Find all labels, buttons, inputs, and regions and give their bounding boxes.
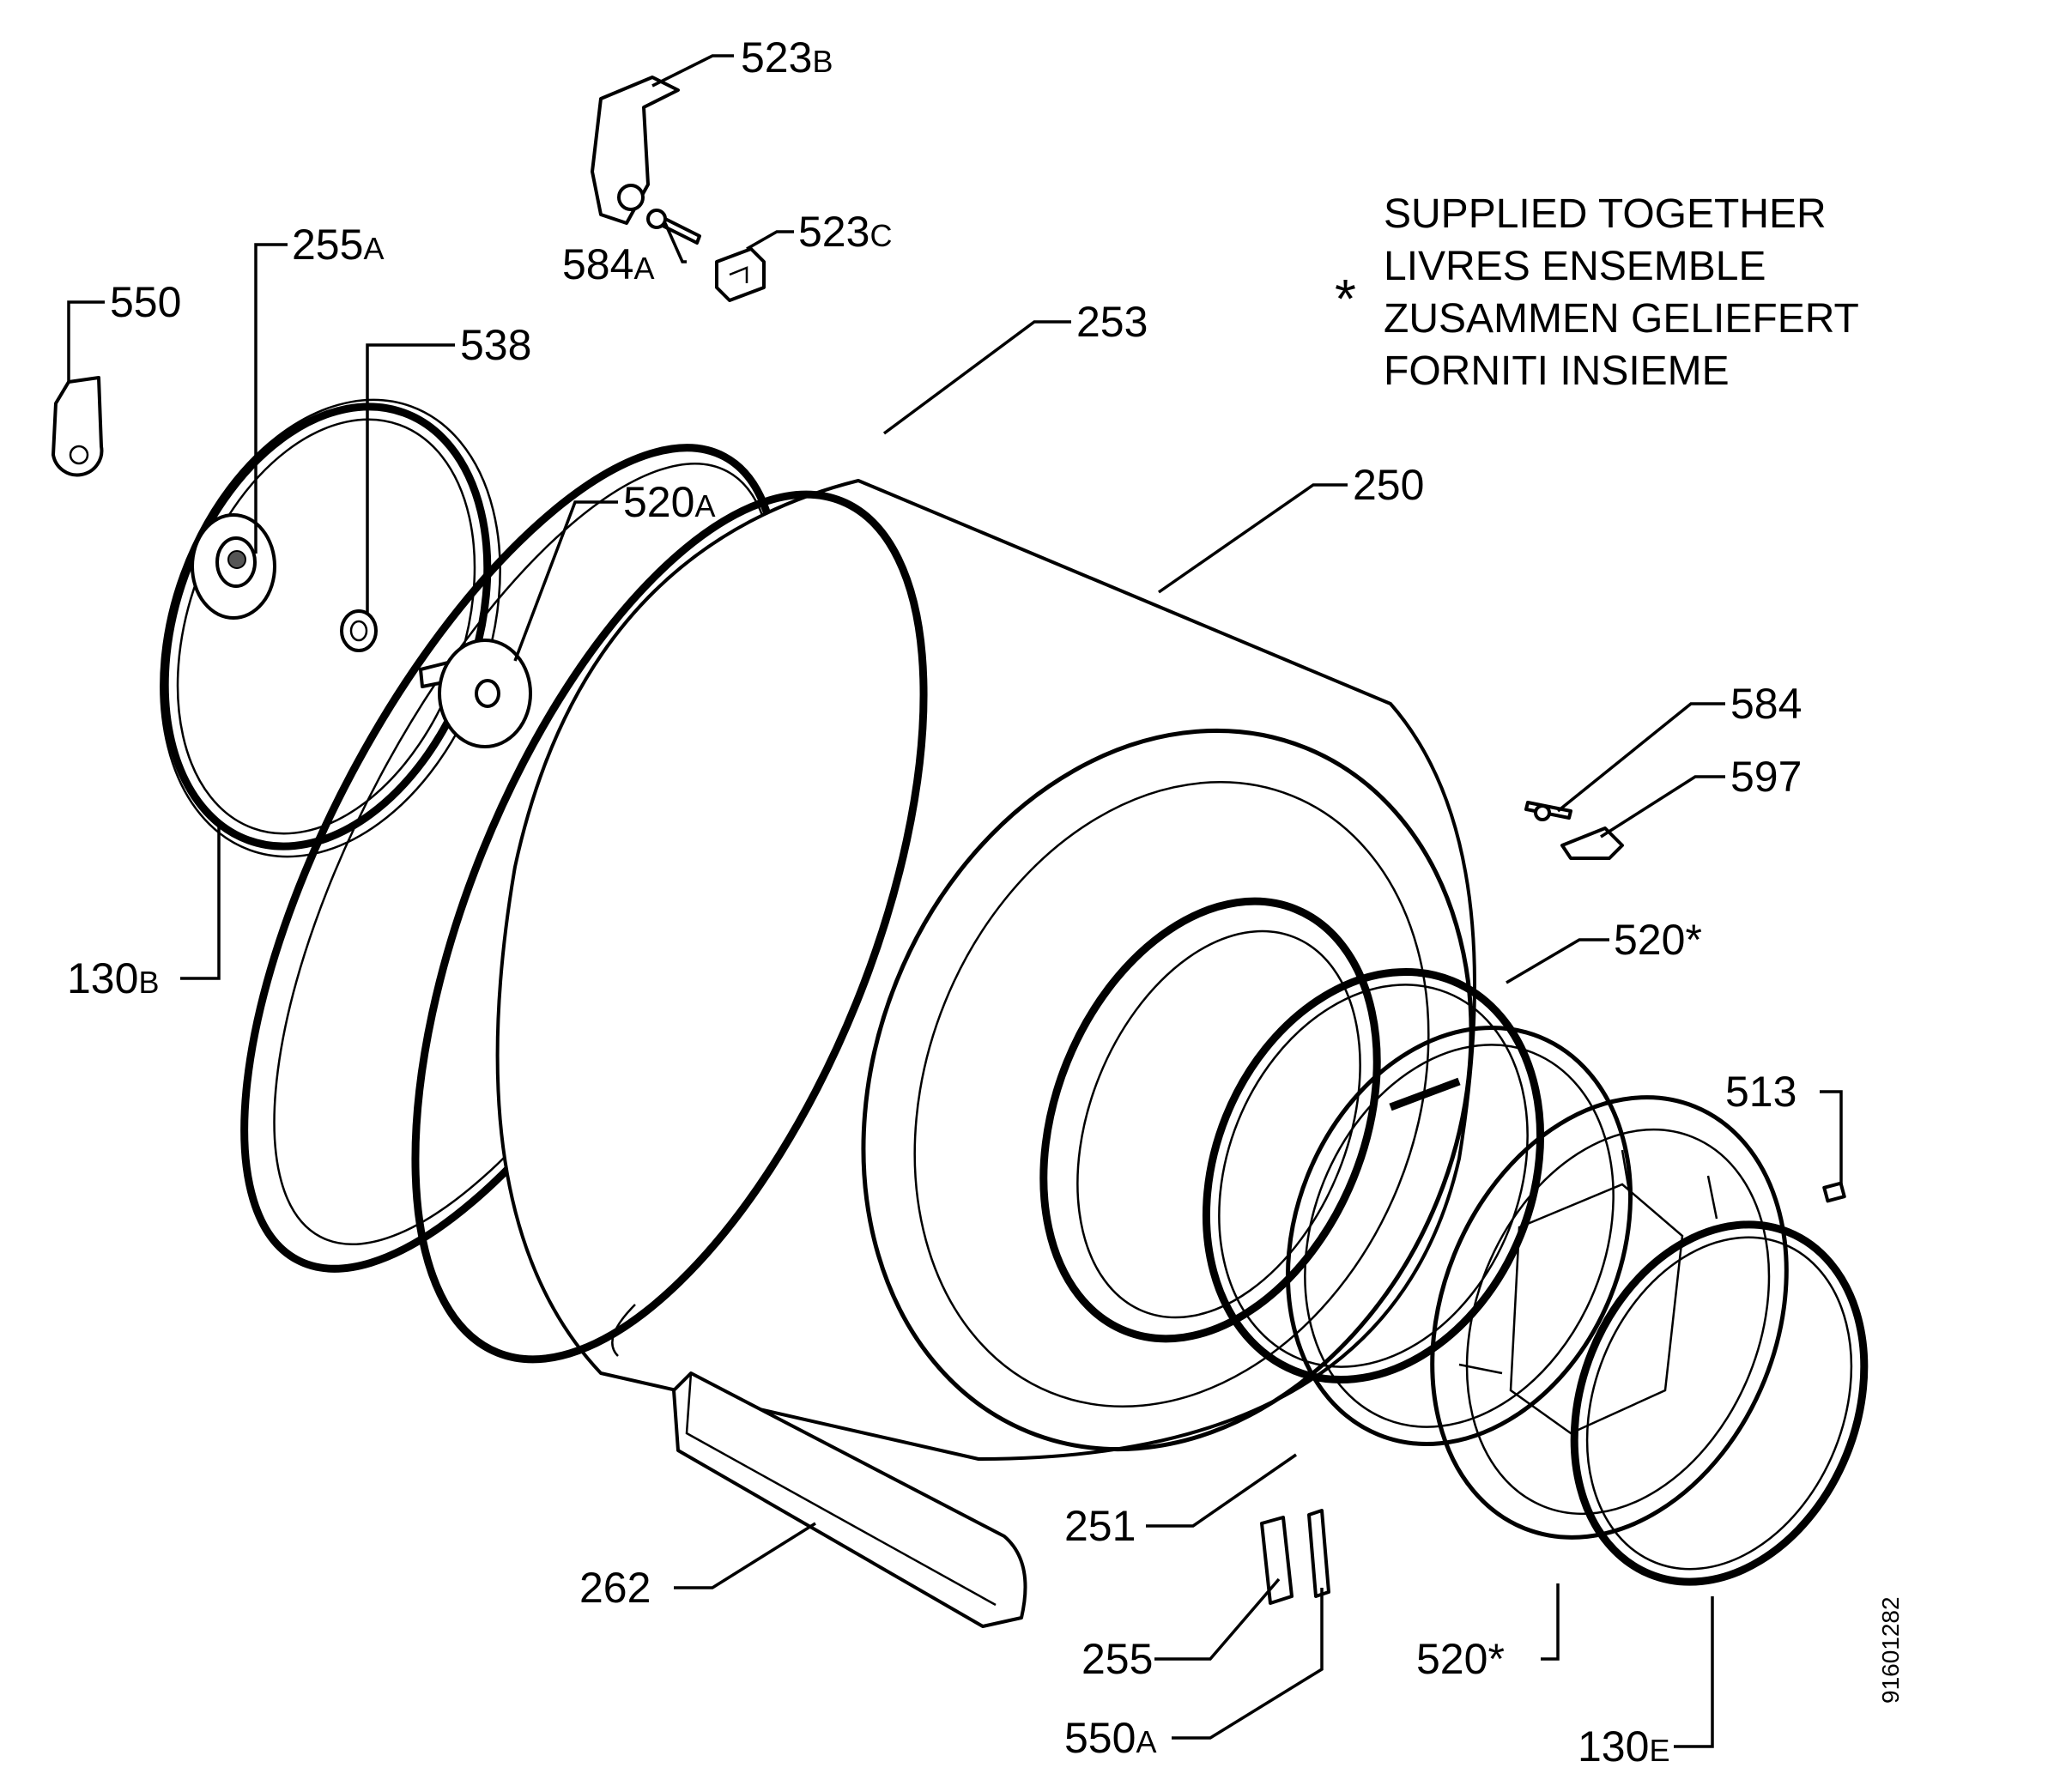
leader-513	[1820, 1090, 1843, 1184]
leader-520a	[513, 500, 618, 662]
leader-520star-bot	[1541, 1583, 1560, 1661]
leader-130e	[1674, 1596, 1714, 1748]
leader-250	[1158, 483, 1348, 594]
part-520-seal	[1202, 968, 1545, 1383]
label-255: 255	[1082, 1635, 1153, 1683]
part-251-front-ring	[1285, 1026, 1633, 1446]
part-584a-screw	[646, 209, 701, 245]
leader-523c	[746, 230, 794, 251]
part-labels: 523B 584A 523C 255A 550 538 253 520A 250…	[67, 33, 1802, 1771]
part-523c-clip	[715, 247, 766, 302]
leader-255a	[254, 243, 288, 554]
document-id: 91601282	[1877, 1596, 1904, 1704]
note-line-1: SUPPLIED TOGETHER	[1384, 191, 1827, 237]
label-584a: 584A	[562, 240, 654, 288]
leader-253	[882, 320, 1071, 435]
part-520a-axle-flange	[419, 639, 532, 748]
leader-255	[1154, 1577, 1281, 1661]
label-253: 253	[1076, 298, 1148, 346]
label-130e: 130E	[1578, 1722, 1669, 1771]
leader-lines	[67, 54, 1843, 1748]
label-250: 250	[1353, 461, 1424, 509]
leader-597	[1600, 775, 1725, 838]
part-597-latch	[1560, 826, 1624, 860]
leader-550	[67, 300, 105, 382]
part-250-drum	[411, 479, 1476, 1461]
part-513-clip	[1822, 1181, 1846, 1203]
part-130e-belt	[1570, 1220, 1869, 1586]
part-584-screw	[1524, 801, 1572, 821]
note-asterisk: *	[1335, 268, 1356, 330]
label-130b: 130B	[67, 954, 159, 1002]
label-523b: 523B	[741, 33, 833, 82]
note-line-3: ZUSAMMEN GELIEFERT	[1384, 296, 1859, 342]
leader-584a	[663, 222, 687, 263]
label-513: 513	[1725, 1068, 1796, 1116]
leader-584	[1556, 702, 1725, 813]
part-538-washer	[340, 609, 378, 652]
part-255-bearing-strip	[1260, 1516, 1294, 1605]
supplied-together-note: * SUPPLIED TOGETHER LIVRES ENSEMBLE ZUSA…	[1335, 191, 1859, 394]
part-550-clip	[52, 376, 104, 477]
label-550a: 550A	[1064, 1714, 1156, 1762]
label-523c: 523C	[798, 208, 892, 256]
leader-520star-top	[1506, 938, 1609, 984]
note-line-4: FORNITI INSIEME	[1384, 348, 1730, 394]
part-262-lifter-rib	[672, 1371, 1027, 1628]
leader-523b	[651, 54, 734, 88]
label-550: 550	[110, 278, 181, 326]
part-520-front-housing	[1430, 1095, 1789, 1540]
label-538: 538	[460, 321, 531, 369]
leader-262	[674, 1522, 816, 1589]
label-262: 262	[579, 1564, 651, 1612]
label-520star-bot: 520*	[1416, 1635, 1505, 1683]
leader-251	[1146, 1453, 1297, 1528]
label-584: 584	[1730, 680, 1802, 728]
part-255a-bearing-plate	[191, 513, 276, 620]
part-523b-bracket	[591, 76, 680, 225]
leader-130b	[180, 824, 221, 980]
note-line-2: LIVRES ENSEMBLE	[1384, 244, 1766, 289]
label-597: 597	[1730, 753, 1802, 801]
leader-538	[366, 343, 455, 614]
leader-550a	[1172, 1588, 1324, 1740]
label-251: 251	[1064, 1502, 1136, 1550]
label-520star-top: 520*	[1614, 916, 1702, 964]
part-550a-clip-strip	[1307, 1509, 1330, 1598]
label-255a: 255A	[292, 221, 384, 269]
label-520a: 520A	[623, 478, 715, 526]
